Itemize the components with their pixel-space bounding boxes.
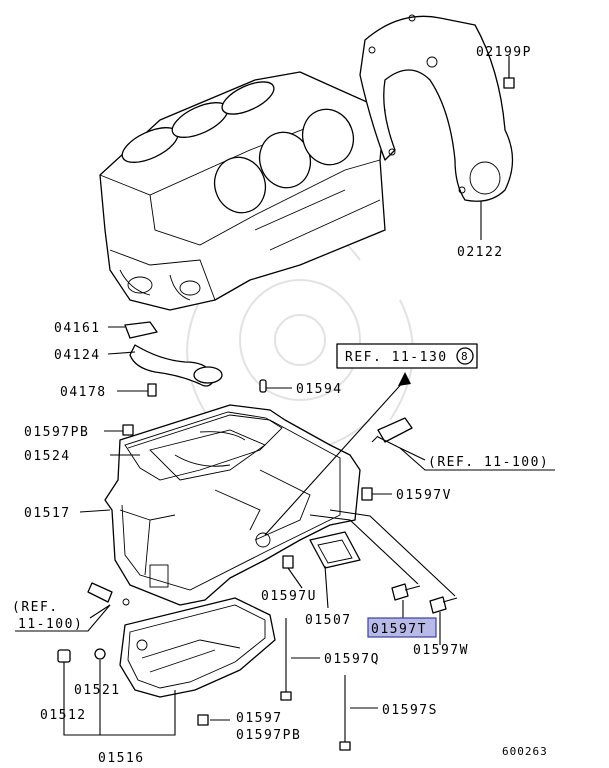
ref-right-text: (REF. 11-100) [428, 455, 549, 470]
bolt-04178[interactable] [147, 383, 157, 397]
washer-01521[interactable] [94, 648, 106, 660]
label-01594[interactable]: 01594 [296, 382, 343, 397]
diagram-id: 600263 [502, 745, 548, 758]
ref-callout-left[interactable]: (REF. 11-100) [12, 600, 111, 632]
bolt-01597Q[interactable] [280, 618, 292, 701]
engine-block [99, 71, 386, 311]
label-01524[interactable]: 01524 [24, 449, 71, 464]
label-02122[interactable]: 02122 [457, 245, 504, 260]
gasket-01524[interactable] [124, 411, 283, 481]
label-01507[interactable]: 01507 [305, 613, 352, 628]
label-01597Q[interactable]: 01597Q [324, 652, 380, 667]
label-01517[interactable]: 01517 [24, 506, 71, 521]
label-04178[interactable]: 04178 [60, 385, 107, 400]
bolt-01597W[interactable] [429, 596, 458, 614]
oil-strainer[interactable] [124, 321, 223, 387]
ref-part-left [87, 582, 130, 606]
ref-part-right [371, 417, 413, 443]
bolt-01597V[interactable] [361, 487, 373, 501]
part-labels: 02199P 02122 04161 04124 04178 01594 015… [24, 45, 532, 766]
bolt-01597T[interactable] [391, 583, 421, 601]
drain-plug-01512[interactable] [57, 649, 71, 663]
dowel-01594[interactable] [259, 379, 267, 393]
label-01597S[interactable]: 01597S [382, 703, 438, 718]
highlight-01597T [367, 617, 437, 638]
label-01597U[interactable]: 01597U [261, 589, 317, 604]
ref-left-text-1: (REF. [12, 600, 59, 615]
label-02199P[interactable]: 02199P [476, 45, 532, 60]
label-01597PB-top[interactable]: 01597PB [24, 425, 89, 440]
label-01516[interactable]: 01516 [98, 751, 145, 766]
rear-plate [359, 14, 514, 202]
bolt-01597U[interactable] [282, 555, 294, 569]
label-01512[interactable]: 01512 [40, 708, 87, 723]
baffle-01507[interactable] [309, 531, 361, 569]
label-01597T[interactable]: 01597T [371, 622, 427, 637]
ref-callout-right[interactable]: (REF. 11-100) [399, 447, 555, 471]
bolt-01597S[interactable] [339, 675, 351, 751]
upper-oil-pan [104, 404, 361, 606]
ref-top-circle-number: 8 [461, 350, 469, 363]
label-04124[interactable]: 04124 [54, 348, 101, 363]
ref-callout-top[interactable]: REF. 11-130 8 [336, 343, 478, 369]
ref-top-text: REF. 11-130 [345, 350, 448, 365]
leader-lines [63, 56, 510, 736]
bolt-01597-bottom[interactable] [197, 714, 209, 726]
bolt-01597PB-top[interactable] [122, 424, 134, 436]
label-01521[interactable]: 01521 [74, 683, 121, 698]
label-01597V[interactable]: 01597V [396, 488, 452, 503]
lower-oil-pan [119, 597, 276, 698]
label-01597W[interactable]: 01597W [413, 643, 469, 658]
label-01597PB-bottom[interactable]: 01597PB [236, 728, 301, 743]
ref-left-text-2: 11-100) [18, 617, 83, 632]
label-01597[interactable]: 01597 [236, 711, 283, 726]
label-04161[interactable]: 04161 [54, 321, 101, 336]
